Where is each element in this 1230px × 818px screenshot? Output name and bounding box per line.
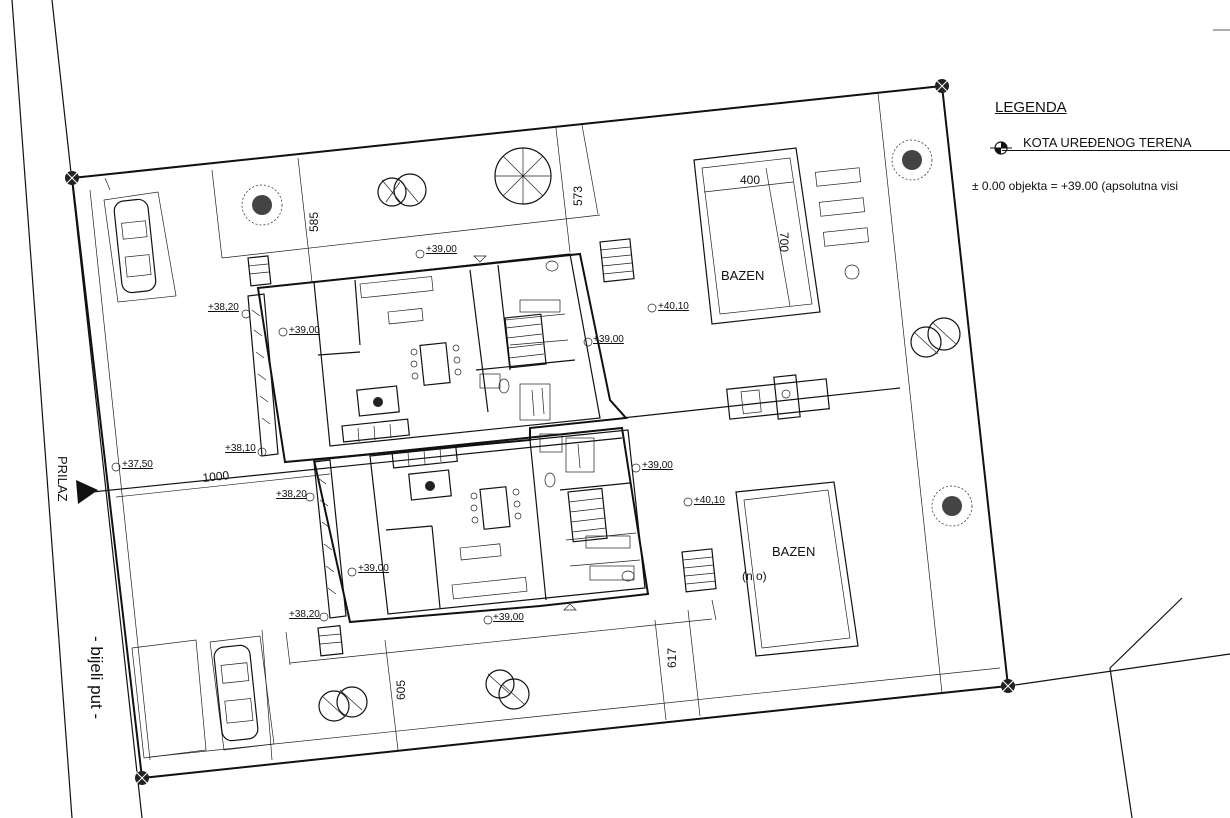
corner-markers <box>61 75 1019 789</box>
tree-icon <box>241 184 283 226</box>
road-edges <box>11 0 143 818</box>
corner-marker <box>61 167 83 189</box>
level-label: +39,00 <box>642 460 673 471</box>
tree-icon <box>931 485 973 527</box>
tree-icon <box>318 686 368 722</box>
access-label: PRILAZ <box>55 456 70 502</box>
pool-label: BAZEN <box>721 268 764 283</box>
dimension-label: 700 <box>777 232 791 252</box>
legend-note: ± 0.00 objekta = +39.00 (apsolutna visi <box>972 179 1179 193</box>
inner-boundaries <box>89 92 1001 761</box>
level-label: +39,00 <box>426 244 457 255</box>
corner-marker <box>131 767 153 789</box>
dimension-label: 1000 <box>202 468 230 485</box>
level-label: +38,20 <box>208 302 239 313</box>
parking <box>103 191 275 759</box>
level-label: +39,00 <box>593 334 624 345</box>
dimension-label: 617 <box>665 648 679 668</box>
level-label: +39,00 <box>289 325 320 336</box>
coffee-table-icon <box>408 469 452 501</box>
dimension-label: 400 <box>740 173 760 187</box>
level-marker-icon <box>990 141 1012 155</box>
bathroom-fixtures <box>479 260 635 582</box>
level-label: +38,20 <box>289 609 320 620</box>
dining-table-icon <box>470 486 522 530</box>
planters <box>247 293 347 619</box>
sofa-icon <box>391 444 458 469</box>
legend-divider <box>1002 150 1230 151</box>
tree-icon <box>377 173 427 207</box>
entry-triangles <box>473 255 577 611</box>
dining-table-icon <box>410 342 462 386</box>
level-label: +37,50 <box>122 459 153 470</box>
pool-lower <box>735 481 859 657</box>
car-icon <box>113 198 157 294</box>
level-markers <box>111 249 693 625</box>
lounger-icons <box>815 167 869 280</box>
coffee-table-icon <box>356 385 400 417</box>
access-arrow <box>76 480 98 504</box>
corner-marker <box>997 675 1019 697</box>
plot-boundary <box>70 84 1010 780</box>
corner-marker <box>931 75 953 97</box>
outdoor-kitchen <box>726 374 830 420</box>
tree-icon <box>494 147 552 205</box>
plan-labels: BAZEN BAZEN (n o) 400 700 585 573 605 61… <box>55 173 815 719</box>
level-label: +40,10 <box>694 495 725 506</box>
road-label: - bijeli put - <box>87 636 106 719</box>
pool-label: BAZEN <box>772 544 815 559</box>
tree-icon <box>910 317 961 358</box>
level-label: +39,00 <box>493 612 524 623</box>
dimension-lines <box>115 473 331 498</box>
level-label: +39,00 <box>358 563 389 574</box>
tree-icon <box>891 139 933 181</box>
dimension-label: 573 <box>571 186 585 206</box>
stairs <box>247 238 717 657</box>
tree-icon <box>485 669 530 710</box>
level-label: +38,20 <box>276 489 307 500</box>
pool-sublabel: (n o) <box>742 569 767 583</box>
dimension-label: 605 <box>394 680 408 700</box>
legend-title: LEGENDA <box>995 99 1067 116</box>
legend: LEGENDA KOTA UREĐENOG TERENA ± 0.00 obje… <box>968 95 1230 205</box>
car-icon <box>213 644 259 742</box>
house-lower <box>312 426 650 624</box>
dimension-label: 585 <box>307 212 321 232</box>
house-upper <box>256 252 629 464</box>
legend-item-label: KOTA UREĐENOG TERENA <box>1023 135 1192 150</box>
tree-icons <box>241 139 973 722</box>
pool-upper <box>693 147 821 325</box>
level-label: +38,10 <box>225 443 256 454</box>
level-label: +40,10 <box>658 301 689 312</box>
sofa-icon <box>341 418 410 443</box>
